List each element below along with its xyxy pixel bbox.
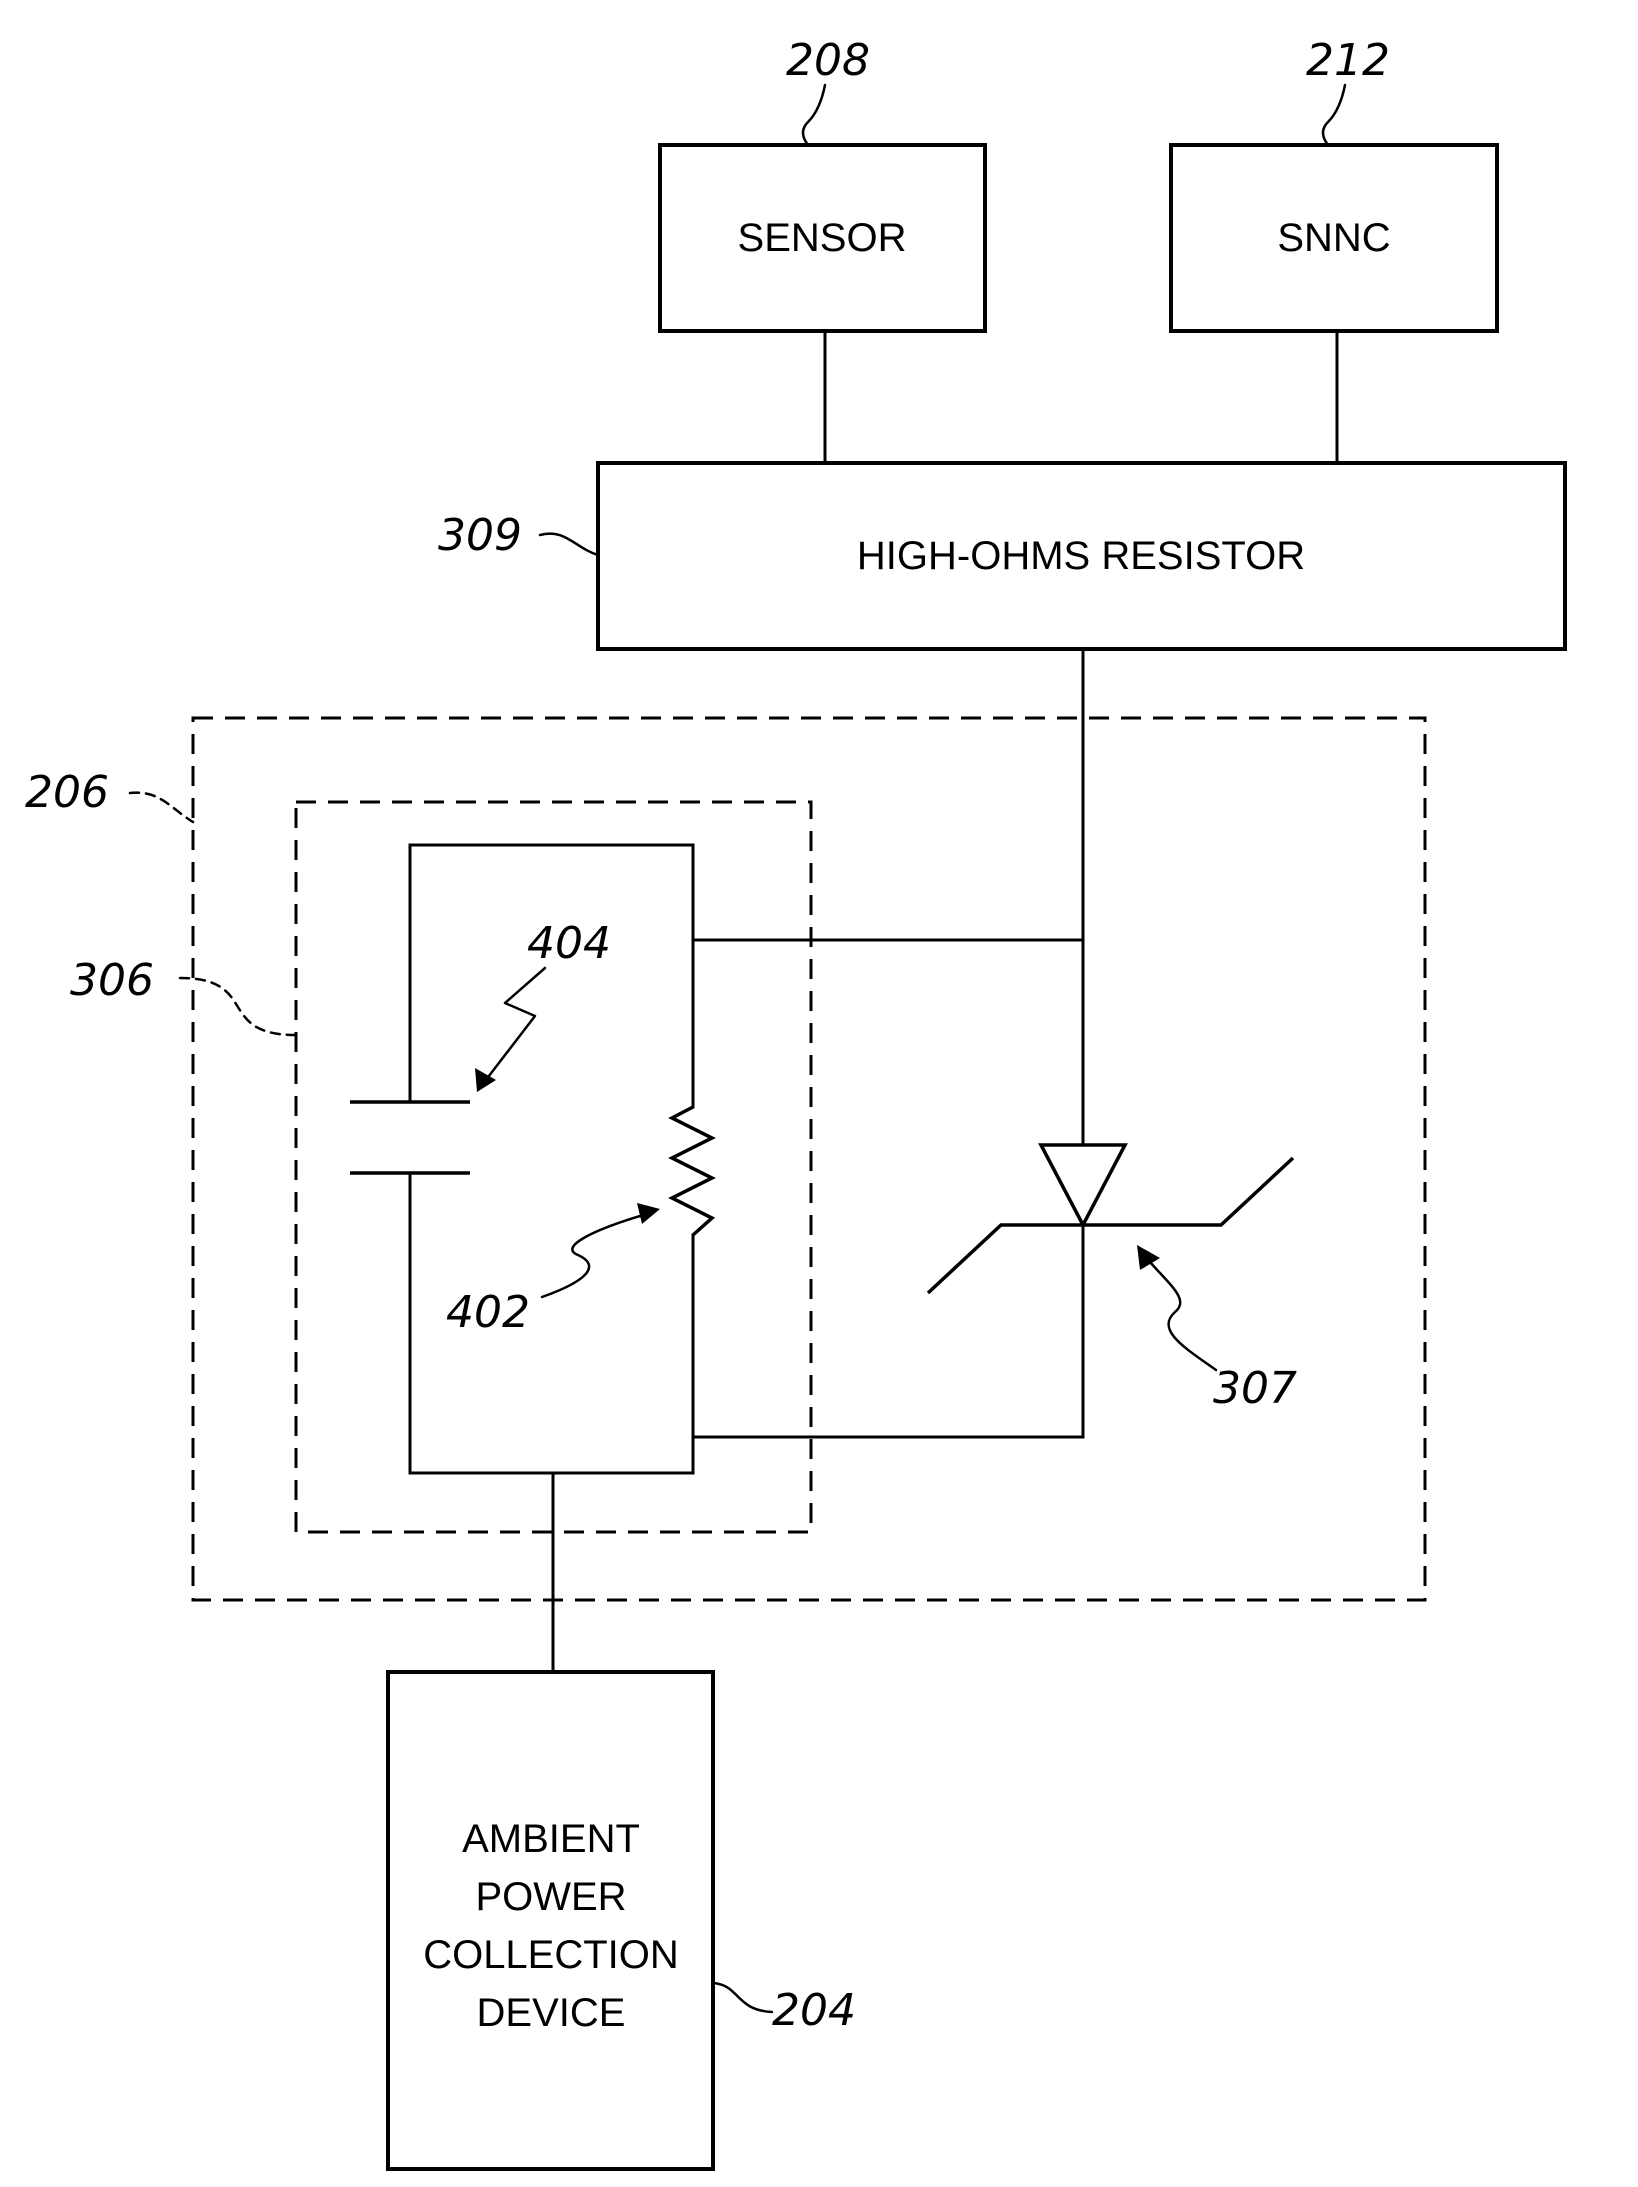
inner-loop-top — [410, 845, 693, 1107]
capacitor-ref-leader — [482, 968, 545, 1085]
bottom-link-wire — [693, 1225, 1083, 1437]
resistor-ref-label: 309 — [438, 510, 522, 561]
snnc-ref-label: 212 — [1306, 35, 1390, 86]
outer-enclosure — [193, 718, 1425, 1600]
sensor-label: SENSOR — [738, 216, 907, 260]
resistor-ref-leader — [540, 534, 598, 555]
power-device-line-2: POWER — [475, 1875, 626, 1919]
diode-symbol — [928, 1145, 1293, 1293]
diode-ref-arrowhead — [1137, 1245, 1160, 1270]
snnc-ref-leader — [1323, 85, 1345, 145]
inner-enclosure — [296, 802, 811, 1532]
power-device-block: AMBIENT POWER COLLECTION DEVICE — [388, 1672, 713, 2169]
power-device-ref-leader — [713, 1983, 772, 2012]
power-device-ref-label: 204 — [772, 1985, 856, 2036]
power-device-line-4: DEVICE — [477, 1991, 626, 2035]
diode-ref-leader — [1150, 1262, 1216, 1370]
inner-enclosure-ref-leader — [180, 978, 296, 1035]
resistor-element-ref-arrowhead — [637, 1203, 660, 1224]
capacitor-symbol — [350, 1102, 470, 1173]
capacitor-ref-label: 404 — [527, 918, 611, 969]
inner-enclosure-ref-label: 306 — [70, 955, 154, 1006]
sensor-block: SENSOR — [660, 145, 985, 331]
diode-ref-label: 307 — [1213, 1363, 1297, 1414]
resistor-element-ref-label: 402 — [446, 1287, 530, 1338]
resistor-symbol — [672, 1107, 712, 1235]
power-device-line-1: AMBIENT — [462, 1817, 640, 1861]
sensor-ref-leader — [803, 85, 825, 145]
power-device-line-3: COLLECTION — [423, 1933, 679, 1977]
outer-enclosure-ref-label: 206 — [25, 767, 109, 818]
high-ohms-resistor-block: HIGH-OHMS RESISTOR — [598, 463, 1565, 649]
outer-enclosure-ref-leader — [130, 793, 193, 822]
snnc-label: SNNC — [1277, 216, 1390, 260]
resistor-element-ref-leader — [542, 1213, 650, 1297]
snnc-block: SNNC — [1171, 145, 1497, 331]
sensor-ref-label: 208 — [786, 35, 870, 86]
high-ohms-resistor-label: HIGH-OHMS RESISTOR — [857, 534, 1305, 578]
